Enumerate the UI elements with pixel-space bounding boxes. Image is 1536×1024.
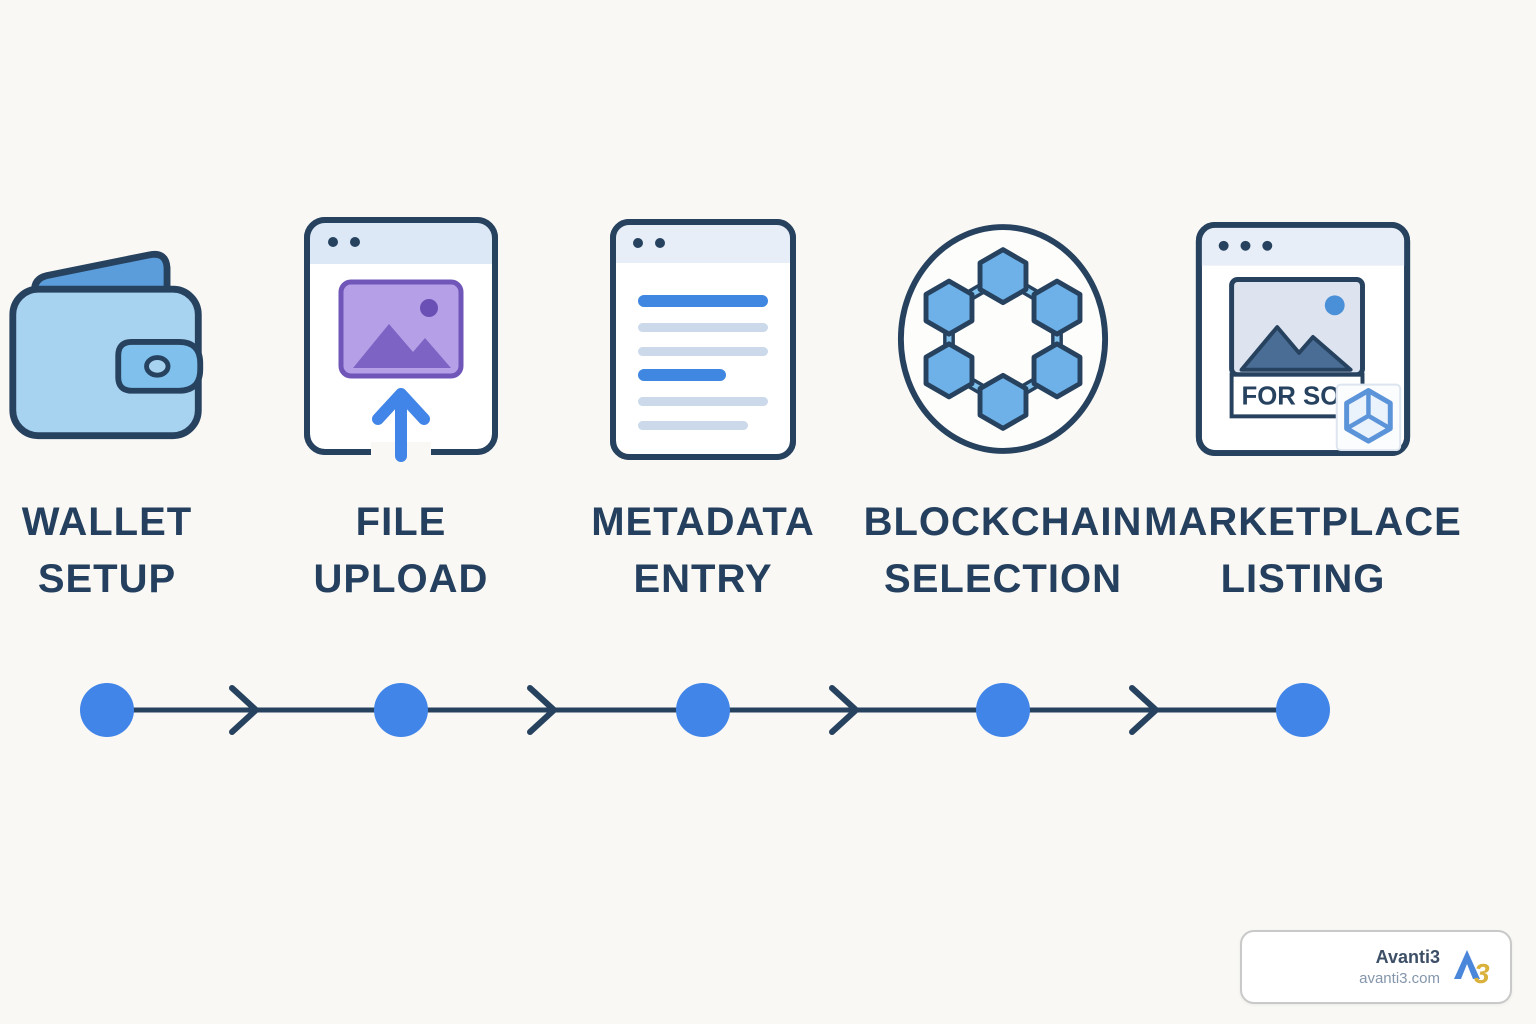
for-sale-banner-text: FOR SO xyxy=(1242,382,1341,410)
step-label-line2: UPLOAD xyxy=(313,557,489,601)
blockchain-network-icon xyxy=(843,210,1163,468)
timeline-dot-5 xyxy=(1276,683,1330,737)
arrow-right-icon xyxy=(229,685,259,735)
timeline-dot-4 xyxy=(976,683,1030,737)
step-label-line1: FILE xyxy=(355,500,447,544)
step-label-blockchain-selection: BLOCKCHAIN SELECTION xyxy=(843,494,1163,608)
step-label-file-upload: FILE UPLOAD xyxy=(241,494,561,608)
wallet-icon xyxy=(0,210,267,468)
marketplace-listing-icon: FOR SO xyxy=(1143,210,1463,468)
step-metadata-entry: METADATA ENTRY xyxy=(543,210,863,608)
timeline-dot-1 xyxy=(80,683,134,737)
step-label-line2: SETUP xyxy=(37,557,177,601)
arrow-right-icon xyxy=(829,685,859,735)
arrow-right-icon xyxy=(1129,685,1159,735)
step-label-line1: BLOCKCHAIN xyxy=(863,500,1143,544)
step-label-line1: WALLET xyxy=(21,500,193,544)
file-upload-icon xyxy=(241,210,561,468)
step-label-wallet-setup: WALLET SETUP xyxy=(0,494,267,608)
step-blockchain-selection: BLOCKCHAIN SELECTION xyxy=(843,210,1163,608)
step-label-line2: LISTING xyxy=(1220,557,1386,601)
watermark-badge: Avanti3 avanti3.com 3 xyxy=(1240,930,1512,1004)
step-file-upload: FILE UPLOAD xyxy=(241,210,561,608)
metadata-document-icon xyxy=(543,210,863,468)
step-marketplace-listing: FOR SO MARKETPLACE LISTING xyxy=(1143,210,1463,608)
step-label-line1: MARKETPLACE xyxy=(1144,500,1462,544)
timeline-dot-2 xyxy=(374,683,428,737)
step-wallet-setup: WALLET SETUP xyxy=(0,210,267,608)
a3-logo-number: 3 xyxy=(1474,958,1490,989)
badge-text: Avanti3 avanti3.com xyxy=(1359,947,1440,987)
step-label-metadata-entry: METADATA ENTRY xyxy=(543,494,863,608)
timeline-dot-3 xyxy=(676,683,730,737)
step-label-line2: SELECTION xyxy=(884,557,1122,601)
arrow-right-icon xyxy=(527,685,557,735)
timeline xyxy=(80,683,1330,737)
step-label-marketplace-listing: MARKETPLACE LISTING xyxy=(1143,494,1463,608)
step-label-line2: ENTRY xyxy=(633,557,773,601)
badge-url: avanti3.com xyxy=(1359,970,1440,987)
step-label-line1: METADATA xyxy=(591,500,815,544)
badge-title: Avanti3 xyxy=(1375,947,1440,967)
a3-logo-icon: 3 xyxy=(1454,950,1490,989)
